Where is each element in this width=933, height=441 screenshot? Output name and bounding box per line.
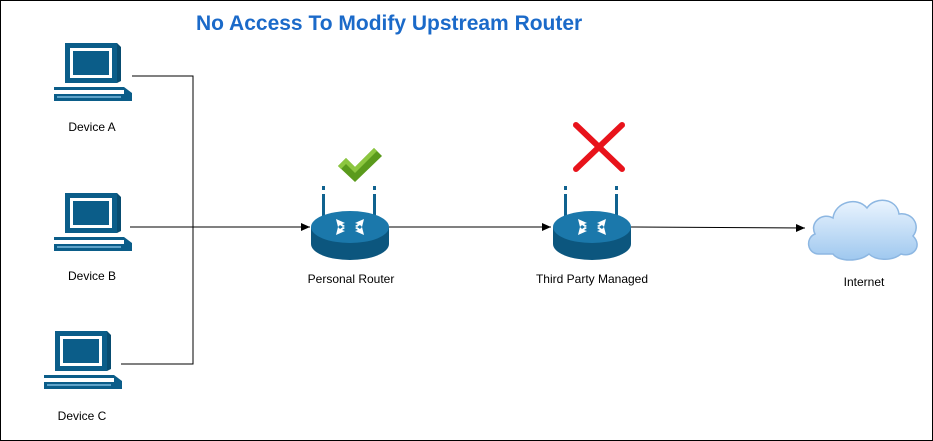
computer-icon [51,41,133,112]
device-c-label: Device C [57,409,107,423]
third-party-router-label: Third Party Managed [535,272,649,286]
link-device-a [132,75,194,227]
device-b-label: Device B [67,269,117,283]
personal-router-label: Personal Router [307,272,395,286]
internet-label: Internet [843,275,885,289]
link-device-c [121,227,194,365]
checkmark-icon [336,146,384,189]
computer-icon [51,191,133,262]
cross-icon [571,121,627,178]
link-third-party-router-to-internet [630,223,806,232]
router-icon [551,184,633,269]
router-icon [309,184,391,269]
device-a-label: Device A [68,120,116,134]
cloud-icon [805,192,923,267]
computer-icon [41,329,123,400]
diagram-title: No Access To Modify Upstream Router [196,12,583,35]
